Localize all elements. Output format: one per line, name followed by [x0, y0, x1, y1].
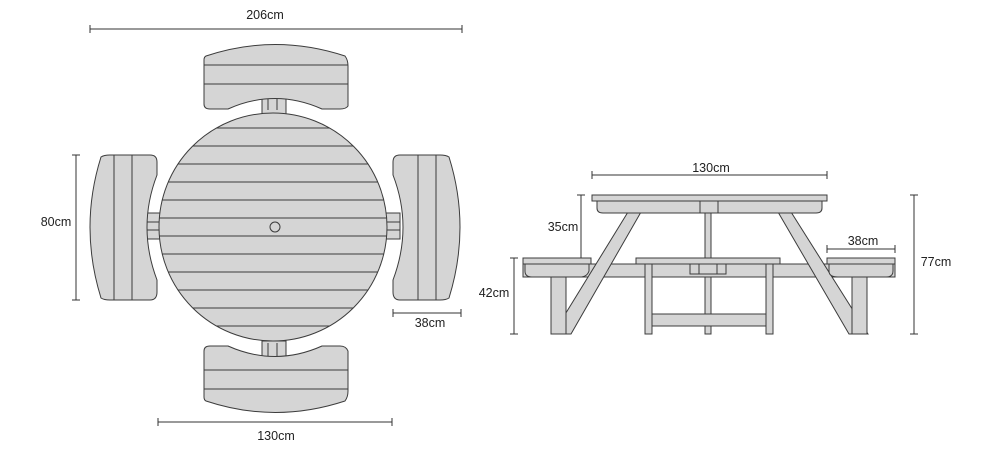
table-top-side	[591, 194, 828, 214]
dim-side-table-diameter: 130cm	[591, 161, 828, 179]
seat-left	[522, 257, 592, 278]
side-view: 130cm 35cm 42cm 38cm 77cm	[479, 161, 952, 335]
svg-text:80cm: 80cm	[41, 215, 72, 229]
svg-text:77cm: 77cm	[921, 255, 952, 269]
bench-right	[392, 154, 461, 301]
seat-middle	[635, 257, 781, 275]
svg-text:130cm: 130cm	[257, 429, 295, 443]
dim-table-diameter: 130cm	[157, 418, 393, 443]
round-table-top	[158, 112, 388, 342]
svg-text:38cm: 38cm	[848, 234, 879, 248]
bench-bottom	[203, 345, 349, 413]
bench-top	[203, 44, 349, 110]
dim-table-to-seat: 35cm	[548, 194, 585, 258]
dim-bench-depth: 38cm	[392, 309, 462, 330]
bench-left	[89, 154, 158, 301]
dim-side-bench-depth: 38cm	[826, 234, 896, 253]
bench-connectors	[145, 97, 401, 358]
seat-right	[826, 257, 896, 278]
dim-overall-height: 77cm	[910, 194, 952, 335]
svg-text:35cm: 35cm	[548, 220, 579, 234]
top-view: 206cm 80cm 38cm 130cm	[41, 8, 463, 443]
svg-text:206cm: 206cm	[246, 8, 284, 22]
svg-text:130cm: 130cm	[692, 161, 730, 175]
svg-text:42cm: 42cm	[479, 286, 510, 300]
dim-seat-height: 42cm	[479, 257, 518, 335]
svg-text:38cm: 38cm	[415, 316, 446, 330]
umbrella-hole	[269, 221, 281, 233]
dim-bench-length: 80cm	[41, 154, 80, 301]
dim-overall-width: 206cm	[89, 8, 463, 33]
